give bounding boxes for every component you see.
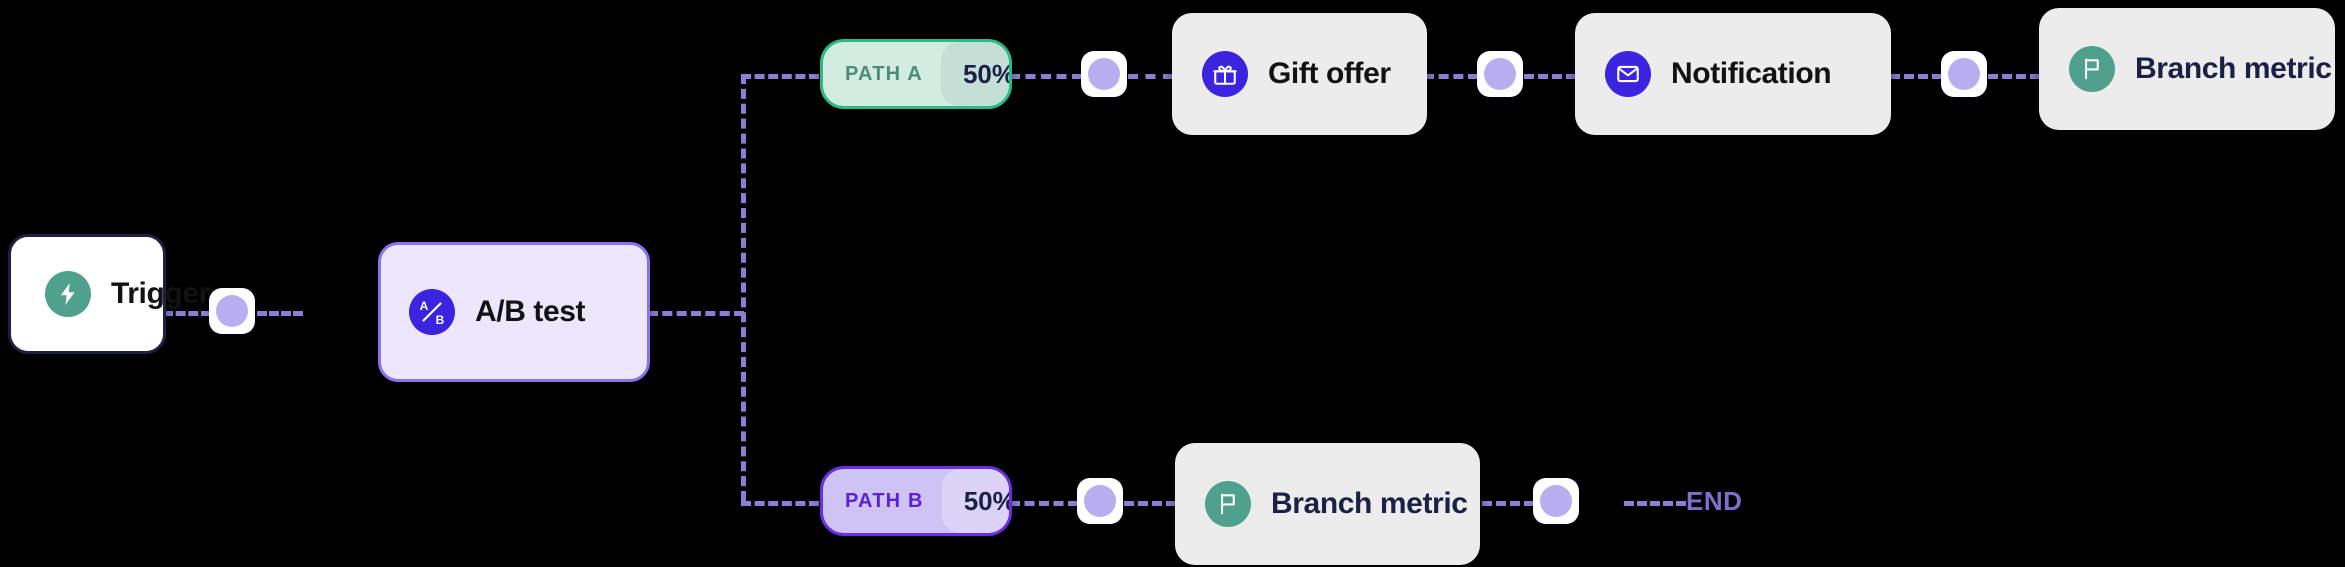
node-branch-metric-b-label: Branch metric <box>1271 487 1468 520</box>
connector-dot <box>1484 58 1516 90</box>
lightning-bolt-icon <box>45 271 91 317</box>
connector-handle-path-a[interactable] <box>1081 51 1127 97</box>
node-gift-offer[interactable]: Gift offer <box>1172 13 1427 135</box>
edge-path-b-to-handle <box>1010 501 1078 506</box>
edge-abtest-to-split <box>648 311 744 316</box>
node-trigger-label: Trigger <box>111 277 210 310</box>
edge-split-to-path-b <box>741 501 819 506</box>
flag-icon <box>2069 46 2115 92</box>
path-a-name: PATH A <box>845 62 923 85</box>
node-branch-metric-a[interactable]: Branch metric <box>2039 8 2335 130</box>
gift-icon <box>1202 51 1248 97</box>
edge-split-to-path-a <box>741 74 819 79</box>
edge-path-a-to-handle <box>1010 74 1082 79</box>
node-branch-metric-a-label: Branch metric <box>2135 52 2332 85</box>
node-ab-test[interactable]: A B A/B test <box>378 242 650 382</box>
edge-handle-to-gift-offer <box>1128 74 1173 79</box>
ab-split-icon: A B <box>409 289 455 335</box>
edge-trigger-to-handle <box>163 311 211 316</box>
path-a-pill[interactable]: PATH A 50% <box>820 39 1012 109</box>
edge-handle-to-notification <box>1524 74 1576 79</box>
connector-handle-trigger-abtest[interactable] <box>209 288 255 334</box>
edge-gift-offer-to-handle <box>1424 74 1478 79</box>
envelope-icon <box>1605 51 1651 97</box>
path-b-percent: 50% <box>941 469 1009 533</box>
edge-branch-metric-b-to-handle <box>1482 501 1534 506</box>
node-gift-offer-label: Gift offer <box>1268 57 1391 90</box>
path-b-pill[interactable]: PATH B 50% <box>820 466 1012 536</box>
node-trigger[interactable]: Trigger <box>8 234 210 354</box>
connector-handle-path-b[interactable] <box>1077 478 1123 524</box>
edge-handle-to-end <box>1624 501 1686 506</box>
svg-text:A: A <box>420 299 429 313</box>
connector-dot <box>1088 58 1120 90</box>
connector-dot <box>1948 58 1980 90</box>
node-ab-test-label: A/B test <box>475 295 586 328</box>
edge-split-trunk <box>741 74 746 501</box>
node-notification-label: Notification <box>1671 57 1832 90</box>
node-notification[interactable]: Notification <box>1575 13 1891 135</box>
connector-dot <box>1084 485 1116 517</box>
edge-notification-to-handle <box>1890 74 1942 79</box>
connector-dot <box>216 295 248 327</box>
connector-handle-notification[interactable] <box>1941 51 1987 97</box>
svg-text:B: B <box>436 313 445 327</box>
connector-handle-branch-metric-b[interactable] <box>1533 478 1579 524</box>
edge-handle-to-branch-metric-b <box>1124 501 1176 506</box>
flag-icon <box>1205 481 1251 527</box>
connector-dot <box>1540 485 1572 517</box>
edge-handle-to-abtest <box>257 311 303 316</box>
edge-handle-to-branch-metric-a <box>1988 74 2040 79</box>
path-b-name: PATH B <box>845 489 924 512</box>
node-branch-metric-b[interactable]: Branch metric <box>1175 443 1480 565</box>
end-label: END <box>1686 486 1743 516</box>
path-a-percent: 50% <box>940 42 1009 106</box>
connector-handle-gift-offer[interactable] <box>1477 51 1523 97</box>
